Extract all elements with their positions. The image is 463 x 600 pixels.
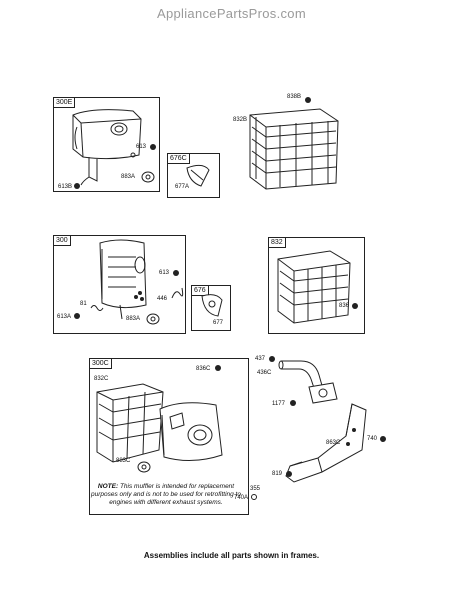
replacement-note: NOTE: This muffler is intended for repla… [86,483,246,507]
label-613-mid: 613 [159,270,170,276]
label-836c: 836C [196,366,211,372]
bracket-863c-drawing [285,403,367,483]
screw-1177-icon [290,400,296,406]
frame-300: 300 [53,235,186,334]
guard-832c-drawing [96,383,164,463]
label-838b: 838B [287,94,302,100]
screw-740a-icon [251,494,257,500]
deflector-676c-drawing [186,164,210,187]
label-437: 437 [255,356,266,362]
spring-446-icon [171,287,184,299]
site-watermark-title: AppliancePartsPros.com [157,6,306,21]
gasket-883a-mid-icon [146,313,160,325]
label-436c: 436C [257,370,272,376]
label-81: 81 [80,301,87,307]
elbow-pipe-436c-drawing [278,360,338,404]
frame-832: 832 [268,237,365,334]
label-355: 355 [250,486,261,492]
frame-300c-tag: 300C [89,358,112,369]
label-613a-mid: 613A [57,314,72,320]
frame-300-tag: 300 [53,235,71,246]
screw-613b-icon [74,183,80,189]
muffler-300-drawing [99,239,147,320]
note-prefix: NOTE: [97,483,119,490]
label-740: 740 [367,436,378,442]
label-883c: 883C [116,458,131,464]
screw-437-icon [269,356,275,362]
frame-676: 676 [191,285,231,331]
frame-676c: 676C [167,153,220,198]
screw-613-top-icon [150,144,156,150]
screw-838b-icon [305,97,311,103]
label-677: 677 [213,320,224,326]
assemblies-footnote: Assemblies include all parts shown in fr… [143,551,320,560]
label-836: 836 [339,303,350,309]
frame-300c: 300C [89,358,249,515]
label-883a-top: 883A [121,174,136,180]
deflector-676-drawing [201,294,223,317]
gasket-883a-top-icon [141,171,155,183]
label-613b: 613B [58,184,73,190]
note-text: This muffler is intended for replacement… [91,483,241,506]
screw-819-icon [286,471,292,477]
frame-676c-tag: 676C [167,153,190,164]
muffler-300e-drawing [72,109,142,186]
label-832c: 832C [94,376,109,382]
label-613-top: 613 [136,144,147,150]
label-832b: 832B [233,117,248,123]
spring-81-icon [90,305,104,311]
label-863c: 863C [326,440,341,446]
guard-832-drawing [277,250,351,324]
label-677a: 677A [175,184,190,190]
guard-832b-drawing [249,108,339,190]
label-740a: 740A [234,495,249,501]
label-1177: 1177 [272,401,285,407]
frame-300e: 300E [53,97,160,192]
gasket-883c-icon [137,461,151,473]
label-883a-mid: 883A [126,316,141,322]
label-819: 819 [272,471,283,477]
screw-836-icon [352,303,358,309]
screw-613a-icon [74,313,80,319]
label-446: 446 [157,296,168,302]
screw-613-mid-icon [173,270,179,276]
frame-676-tag: 676 [191,285,209,296]
muffler-300c-drawing [159,402,223,461]
screw-740-icon [380,436,386,442]
frame-300e-tag: 300E [53,97,76,108]
screw-836c-icon [215,365,221,371]
frame-832-tag: 832 [268,237,286,248]
